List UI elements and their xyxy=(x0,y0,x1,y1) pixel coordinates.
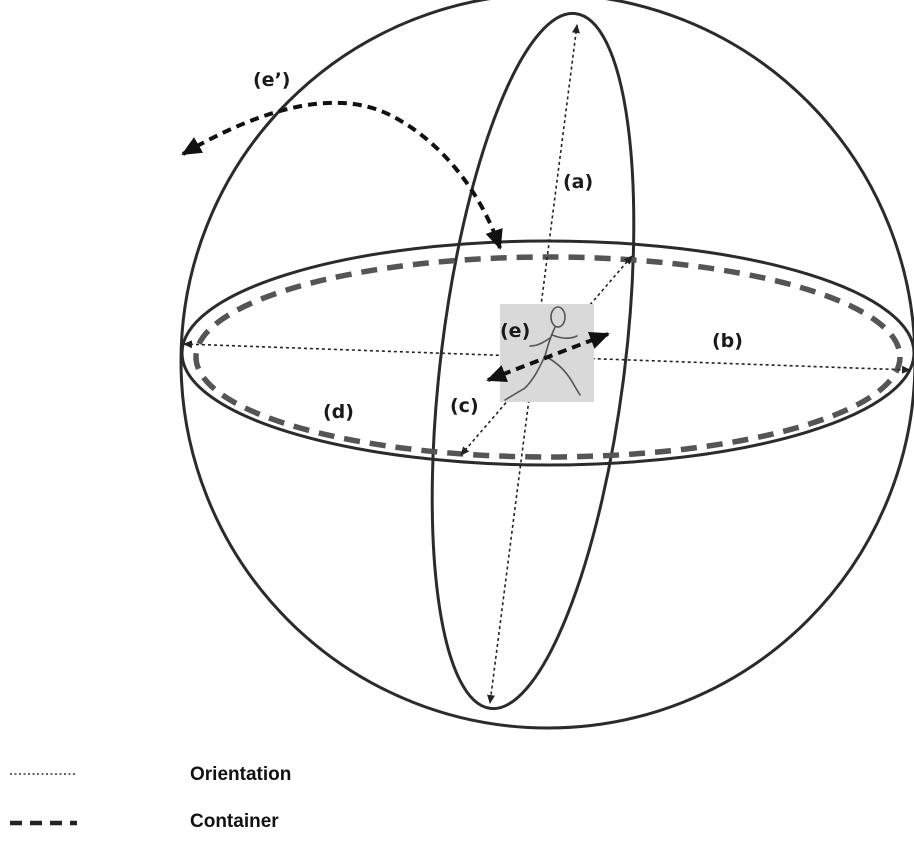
label-a: (a) xyxy=(563,171,594,193)
orientation-axis-c xyxy=(460,255,633,456)
movement-arrow-e-prime xyxy=(181,100,503,250)
label-d: (d) xyxy=(323,401,354,423)
label-e: (e) xyxy=(500,320,531,342)
movement-arrow-e xyxy=(486,332,610,382)
sphere-outline xyxy=(179,0,914,730)
label-c: (c) xyxy=(450,395,479,417)
legend-orientation-label: Orientation xyxy=(190,764,292,785)
orientation-axis-b xyxy=(183,340,911,374)
figure-box xyxy=(500,304,594,402)
label-b: (b) xyxy=(712,330,743,352)
label-e-prime: (e’) xyxy=(253,69,291,91)
legend-container-label: Container xyxy=(190,811,279,832)
